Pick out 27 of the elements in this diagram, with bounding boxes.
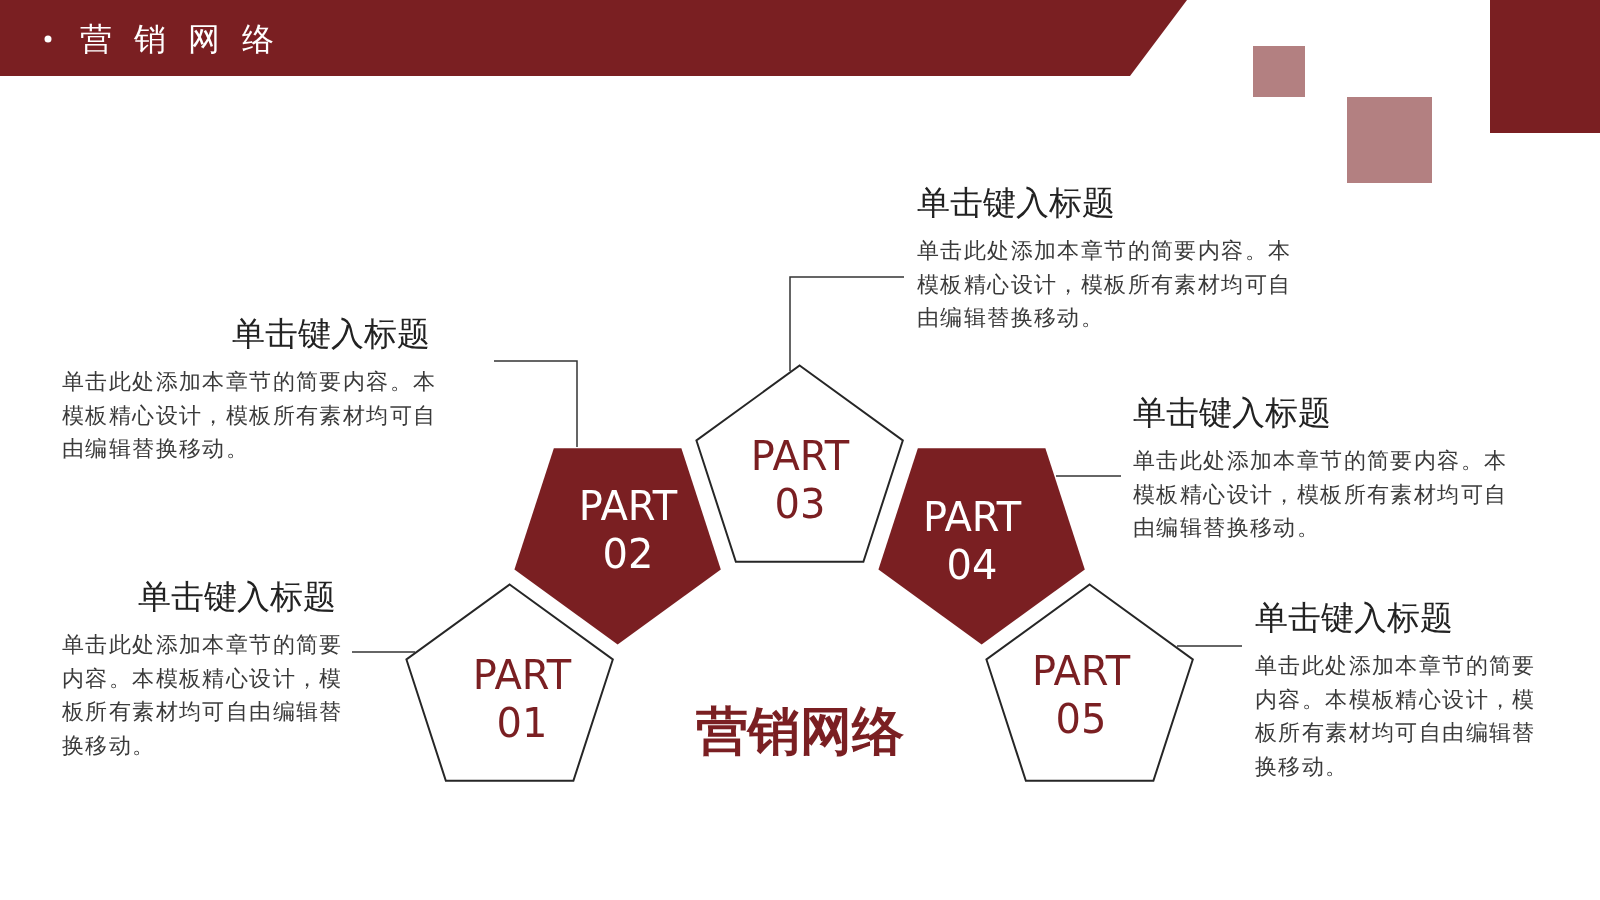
- leader-line: [493, 360, 578, 448]
- leader-line: [1176, 645, 1243, 647]
- part-label: PART 01: [472, 651, 572, 747]
- part-label: PART 02: [578, 482, 678, 578]
- part-label: PART 03: [750, 432, 850, 528]
- body-text: 单击此处添加本章节的简要内容。本模板精心设计，模板所有素材均可自由编辑替换移动。: [917, 237, 1293, 332]
- part-label: PART 05: [1031, 647, 1131, 743]
- center-title: 营销网络: [696, 700, 904, 763]
- pentagon: [877, 447, 1087, 646]
- pentagon: [985, 583, 1195, 782]
- body-text: 单击此处添加本章节的简要内容。本模板精心设计，模板所有素材均可自由编辑替换移动。: [62, 631, 344, 760]
- pentagon: [405, 583, 615, 782]
- heading-text: 单击键入标题: [1255, 598, 1453, 638]
- leader-line: [351, 651, 416, 653]
- heading-text: 单击键入标题: [138, 577, 336, 617]
- leader-line: [789, 276, 905, 372]
- part-label: PART 04: [922, 493, 1022, 589]
- body-text: 单击此处添加本章节的简要内容。本模板精心设计，模板所有素材均可自由编辑替换移动。: [1255, 652, 1537, 781]
- body-text: 单击此处添加本章节的简要内容。本模板精心设计，模板所有素材均可自由编辑替换移动。: [62, 368, 438, 463]
- heading-text: 单击键入标题: [1133, 393, 1331, 433]
- pentagon: [695, 364, 905, 563]
- pentagon: [513, 447, 723, 646]
- leader-line: [1055, 475, 1122, 477]
- header-title: 营销网络: [80, 19, 296, 59]
- heading-text: 单击键入标题: [232, 314, 430, 354]
- body-text: 单击此处添加本章节的简要内容。本模板精心设计，模板所有素材均可自由编辑替换移动。: [1133, 447, 1509, 542]
- heading-text: 单击键入标题: [917, 183, 1115, 223]
